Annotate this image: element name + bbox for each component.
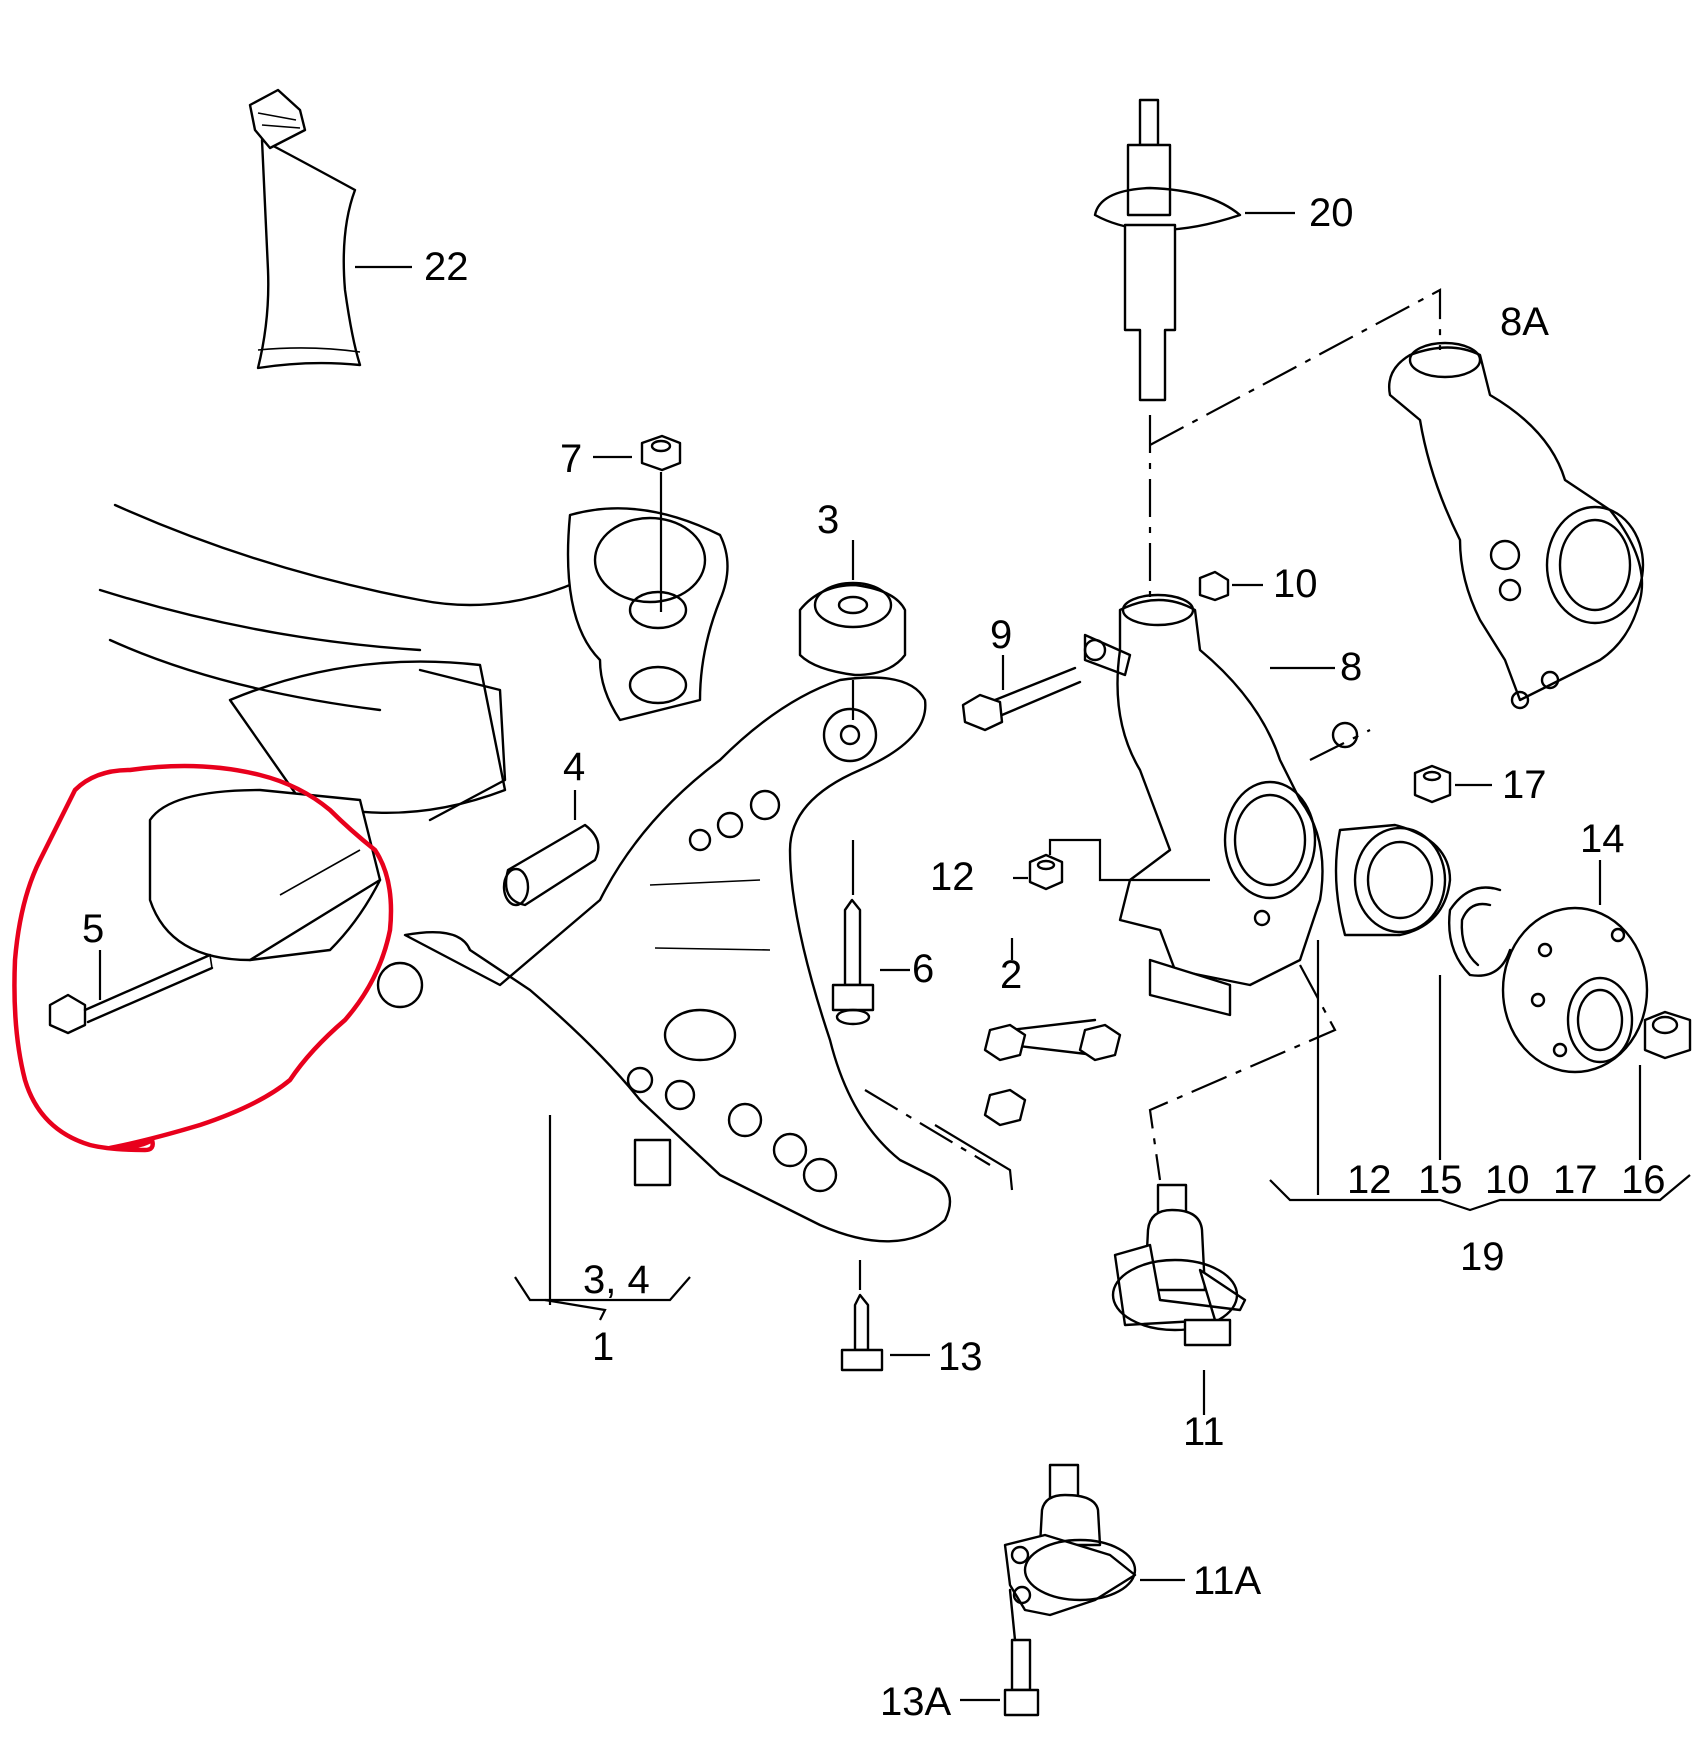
wheel-bearing bbox=[1334, 823, 1452, 937]
label-5: 5 bbox=[82, 907, 104, 951]
label-19: 19 bbox=[1460, 1235, 1505, 1279]
hub-nut bbox=[1643, 1010, 1692, 1060]
highlight-circle bbox=[12, 763, 394, 1153]
label-group-16: 16 bbox=[1621, 1158, 1666, 1202]
label-7: 7 bbox=[560, 437, 582, 481]
label-3: 3 bbox=[817, 498, 839, 542]
wheel-bearing-housing bbox=[1388, 341, 1645, 710]
ball-joint bbox=[1003, 1463, 1137, 1642]
label-group-12: 12 bbox=[1347, 1158, 1392, 1202]
bushing bbox=[798, 581, 907, 677]
label-8: 8 bbox=[1340, 645, 1362, 689]
nut bbox=[1028, 853, 1064, 891]
label-9: 9 bbox=[990, 613, 1012, 657]
bolt bbox=[831, 898, 875, 1026]
label-13A: 13A bbox=[880, 1680, 951, 1724]
label-20: 20 bbox=[1309, 191, 1354, 235]
label-6: 6 bbox=[912, 947, 934, 991]
subframe bbox=[98, 503, 729, 962]
bolt bbox=[961, 666, 1082, 732]
label-11: 11 bbox=[1183, 1410, 1225, 1454]
label-group-10: 10 bbox=[1485, 1158, 1530, 1202]
label-17: 17 bbox=[1502, 763, 1547, 807]
nut bbox=[640, 434, 682, 472]
leader-lines bbox=[98, 211, 1691, 1702]
nut bbox=[1198, 570, 1230, 602]
label-2: 2 bbox=[1000, 953, 1022, 997]
label-group-17: 17 bbox=[1553, 1158, 1598, 1202]
ball-joint bbox=[1111, 1183, 1247, 1347]
label-8A: 8A bbox=[1500, 300, 1549, 344]
label-22: 22 bbox=[424, 245, 469, 289]
stabilizer-link bbox=[983, 1018, 1122, 1127]
bolt bbox=[48, 953, 214, 1035]
label-12: 12 bbox=[930, 855, 975, 899]
label-4: 4 bbox=[563, 745, 585, 789]
label-14: 14 bbox=[1580, 817, 1625, 861]
strut bbox=[1093, 98, 1242, 402]
wheel-bearing-housing bbox=[1083, 593, 1359, 1017]
label-3-4: 3, 4 bbox=[583, 1258, 650, 1302]
sleeve bbox=[502, 823, 600, 907]
grease-tube bbox=[248, 88, 362, 370]
label-11A: 11A bbox=[1193, 1559, 1262, 1603]
bolt bbox=[1003, 1638, 1040, 1717]
wheel-hub bbox=[1501, 906, 1649, 1074]
nut bbox=[1413, 764, 1452, 804]
control-arm bbox=[376, 676, 952, 1243]
label-1: 1 bbox=[592, 1325, 614, 1369]
part-labels: 22 20 8A 7 3 10 9 8 4 17 14 12 5 6 2 12 … bbox=[82, 191, 1666, 1724]
circlip bbox=[1448, 886, 1512, 977]
label-13: 13 bbox=[938, 1335, 983, 1379]
label-group-15: 15 bbox=[1418, 1158, 1463, 1202]
bolt bbox=[840, 1293, 884, 1372]
label-10: 10 bbox=[1273, 562, 1318, 606]
